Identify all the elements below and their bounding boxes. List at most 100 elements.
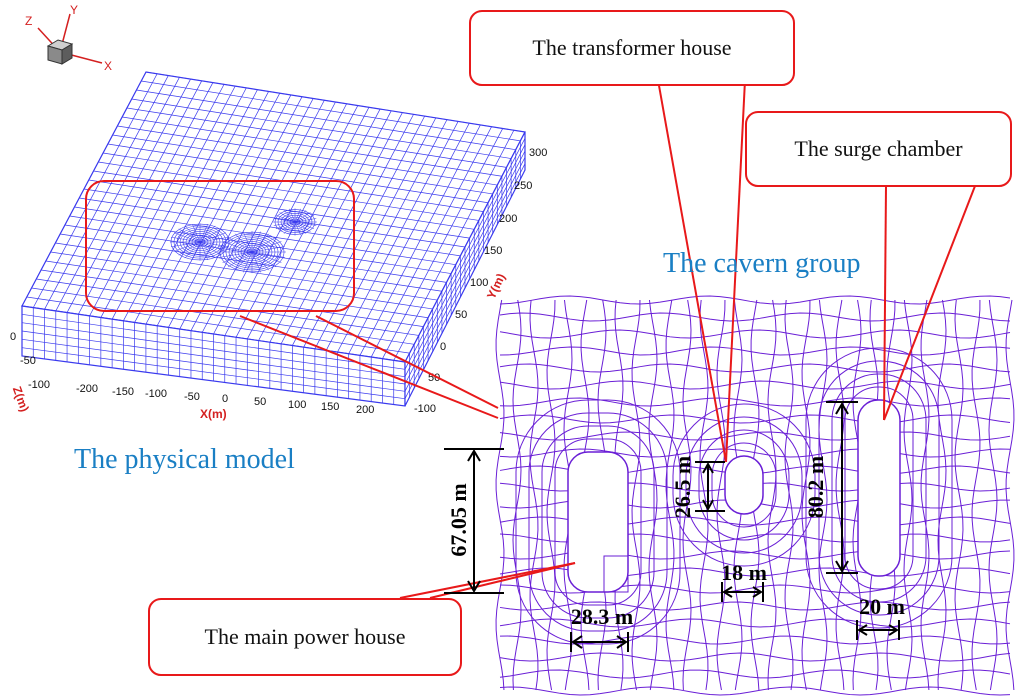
model-cavern-spoke <box>222 241 253 253</box>
model-cavern-spoke <box>170 236 201 243</box>
model-cavern-spoke <box>279 221 296 232</box>
axis-triad: X Z Y <box>25 3 112 73</box>
model-top-grid-line <box>88 179 470 239</box>
cavern-transformer-house-ring <box>711 442 777 528</box>
model-side-grid-line <box>404 138 526 370</box>
cavern-grid-line <box>499 329 1011 339</box>
model-side-grid-line <box>404 163 526 399</box>
model-top-grid-line <box>36 278 419 336</box>
cavern-grid-line <box>631 299 641 691</box>
dim-main-width-arrow-left <box>571 635 583 649</box>
x-tick-4: 0 <box>222 393 228 405</box>
cavern-main-power-house-ring <box>554 438 642 606</box>
model-cavern-spoke <box>294 214 315 223</box>
model-cavern-spoke <box>251 251 282 263</box>
model-cavern-spoke <box>199 236 230 243</box>
cavern-grid-line <box>835 299 845 691</box>
dim-main-width-arrow-right <box>616 635 628 649</box>
y-axis-name: Y(m) <box>484 271 508 301</box>
x-tick-7: 150 <box>321 401 339 413</box>
y-tick-4: 100 <box>470 277 488 289</box>
model-top-grid-line <box>45 260 429 319</box>
model-cavern-spoke <box>227 251 253 268</box>
x-tick-0: -200 <box>76 383 98 395</box>
model-cavern-spoke <box>170 241 201 248</box>
connector-transformer-2 <box>725 79 746 463</box>
model-cavern-spoke <box>178 241 201 256</box>
callout-transformer-house-text: The transformer house <box>532 35 732 60</box>
physical-model-mesh <box>21 71 526 407</box>
model-top-grid-line <box>98 161 479 221</box>
model-cavern-spoke <box>219 251 253 258</box>
triad-x-label: X <box>104 59 112 73</box>
dim-surge-width-label: 20 m <box>859 594 905 619</box>
model-front-grid-line <box>21 330 406 385</box>
dim-surge-height-arrow-down <box>835 560 849 573</box>
cavern-grid-line <box>499 312 1011 322</box>
connector-surge-1 <box>883 185 887 421</box>
model-cavern-spoke <box>234 251 253 271</box>
model-cavern-spoke <box>199 241 216 259</box>
y-tick-0: 300 <box>529 147 547 159</box>
cavern-grid-line <box>499 414 1011 424</box>
x-tick-5: 50 <box>254 396 266 408</box>
dim-tr-height-arrow-up <box>702 461 714 474</box>
cavern-surge-chamber-ring <box>831 373 927 603</box>
dim-surge-width-arrow-right <box>888 624 899 636</box>
dimension-markers <box>444 401 900 652</box>
cavern-grid-line <box>499 380 1011 390</box>
model-cavern-spoke <box>275 221 296 230</box>
dim-tr-width-label: 18 m <box>721 560 767 585</box>
dim-main-height-arrow-down <box>467 580 481 593</box>
model-cavern-spoke <box>283 210 296 223</box>
model-top-grid-line <box>107 143 489 204</box>
cavern-main-power-house-ring <box>541 425 655 619</box>
dim-surge-height-label: 80.2 m <box>803 456 828 518</box>
cavern-grid-line <box>988 299 998 691</box>
cavern-grid-line <box>495 299 505 691</box>
model-top-grid-line <box>31 287 415 345</box>
model-cavern-spoke <box>219 246 253 253</box>
cavern-grid-line <box>529 299 539 691</box>
model-cavern-spoke <box>294 221 315 230</box>
model-front-grid-line <box>21 347 406 400</box>
model-top-grid-line <box>41 269 424 327</box>
cavern-grid-line <box>699 299 709 691</box>
cavern-grid-line <box>499 686 1011 696</box>
model-side-grid-line <box>404 144 526 377</box>
dim-tr-height-arrow-down <box>702 499 714 512</box>
model-cavern-spoke <box>294 212 311 223</box>
model-cavern-spoke <box>283 221 296 234</box>
model-cavern-spoke <box>199 241 230 248</box>
model-cavern-spoke <box>275 214 296 223</box>
cavern-surge-chamber-ring <box>818 360 940 616</box>
cavern-grid-line <box>818 299 828 691</box>
model-cavern-spoke <box>294 218 317 223</box>
model-cavern-spoke <box>234 233 253 253</box>
cavern-grid-line <box>937 299 947 691</box>
model-top-grid-line <box>117 125 498 186</box>
model-cavern-spoke <box>173 232 201 243</box>
callout-surge-chamber-text: The surge chamber <box>794 136 963 161</box>
cavern-main-notch <box>603 555 629 593</box>
dim-tr-width-arrow-right <box>752 586 763 598</box>
model-cavern-spoke <box>184 241 201 259</box>
connector-surge-2 <box>883 185 976 421</box>
callout-surge-chamber: The surge chamber <box>745 111 1012 187</box>
connector-lines <box>239 79 976 599</box>
model-side-grid-line <box>404 157 526 392</box>
model-top-grid-line <box>112 134 493 195</box>
y-tick-1: 250 <box>514 180 532 192</box>
model-top-grid-line <box>103 152 484 212</box>
dim-tr-height-label: 26.5 m <box>670 456 695 518</box>
model-cavern-spoke <box>242 251 253 273</box>
model-top-grid-line <box>50 251 433 310</box>
model-cavern-spoke <box>251 251 262 273</box>
z-tick-0: 0 <box>10 331 16 343</box>
model-cavern-spoke <box>294 221 301 236</box>
cavern-transformer-house-ring <box>672 403 816 567</box>
model-cavern-spoke <box>251 251 285 258</box>
cavern-grid-line <box>954 299 964 691</box>
